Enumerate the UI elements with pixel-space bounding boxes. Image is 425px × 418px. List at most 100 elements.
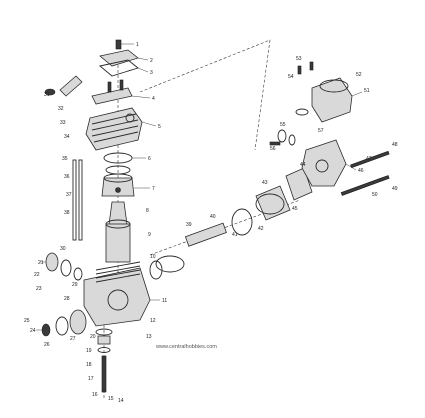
drive-hub xyxy=(69,309,87,335)
callout-44: 44 xyxy=(300,162,306,168)
needle-valve xyxy=(350,150,390,169)
callout-10: 10 xyxy=(150,254,156,260)
callout-19: 19 xyxy=(86,348,92,354)
cam-gear xyxy=(231,208,253,236)
carburetor-group xyxy=(301,139,390,196)
callout-48: 48 xyxy=(392,142,398,148)
callout-34: 34 xyxy=(64,134,70,140)
breather-tube xyxy=(59,75,83,97)
callout-16: 16 xyxy=(92,392,98,398)
crankshaft-group xyxy=(149,208,253,280)
crankcase xyxy=(83,267,151,327)
callout-26: 26 xyxy=(44,342,50,348)
rocker-cover-group xyxy=(99,39,139,77)
callout-24: 24 xyxy=(30,328,36,334)
callout-39: 39 xyxy=(186,222,192,228)
callout-22: 22 xyxy=(34,272,40,278)
rear-cover-plate xyxy=(255,185,291,221)
callout-36: 36 xyxy=(64,174,70,180)
bearing-1 xyxy=(60,259,72,277)
callout-55: 55 xyxy=(280,122,286,128)
cylinder-liner xyxy=(105,223,131,263)
spark-plug-boss xyxy=(125,113,135,123)
callout-53: 53 xyxy=(296,56,302,62)
callout-3: 3 xyxy=(150,70,153,76)
intake-screw xyxy=(297,65,302,75)
callout-14: 14 xyxy=(118,398,124,404)
callout-25: 25 xyxy=(24,318,30,324)
callout-43: 43 xyxy=(262,180,268,186)
gear-ring xyxy=(155,255,185,273)
assembly-guide-line xyxy=(139,39,271,151)
callout-41: 41 xyxy=(232,232,238,238)
callout-7: 7 xyxy=(152,186,155,192)
rear-gasket xyxy=(255,193,285,215)
wrist-pin xyxy=(115,187,121,193)
callout-32: 32 xyxy=(58,106,64,112)
crankcase-group xyxy=(83,261,151,327)
carb-body xyxy=(301,139,347,187)
thrust-washer xyxy=(55,316,69,336)
front-bearing-stack xyxy=(45,252,83,281)
callout-9: 9 xyxy=(148,232,151,238)
prop-washer xyxy=(45,252,59,272)
leader-lines xyxy=(36,43,363,331)
callout-23: 23 xyxy=(36,286,42,292)
cylinder-head xyxy=(85,107,143,151)
breather-group xyxy=(44,75,83,97)
piston-group xyxy=(101,173,135,197)
callout-38: 38 xyxy=(64,210,70,216)
callout-18: 18 xyxy=(86,362,92,368)
callout-40: 40 xyxy=(210,214,216,220)
prop-nut xyxy=(41,323,51,337)
crankshaft xyxy=(184,222,227,247)
callout-labels: 1234567891011121314151617181920212223242… xyxy=(24,42,398,404)
rear-small-parts xyxy=(269,129,296,146)
pushrod-2 xyxy=(78,159,83,241)
callout-4: 4 xyxy=(152,96,155,102)
rocker-post-2 xyxy=(119,79,124,91)
intake-washer xyxy=(295,108,309,116)
callout-57: 57 xyxy=(318,128,324,134)
callout-28: 28 xyxy=(64,296,70,302)
callout-33: 33 xyxy=(60,120,66,126)
callout-27: 27 xyxy=(70,336,76,342)
callout-15: 15 xyxy=(108,396,114,402)
callout-6: 6 xyxy=(148,156,151,162)
rocker-arm xyxy=(91,87,133,105)
callout-30: 30 xyxy=(60,246,66,252)
callout-31: 31 xyxy=(44,92,50,98)
callout-52: 52 xyxy=(356,72,362,78)
intake-screw-2 xyxy=(309,61,314,71)
breather-nipple xyxy=(44,88,56,96)
callout-8: 8 xyxy=(146,208,149,214)
pushrod-1 xyxy=(72,159,77,241)
watermark-text: www.centralhobbies.com xyxy=(155,344,217,350)
spacer-ring xyxy=(149,260,163,280)
callout-47: 47 xyxy=(366,156,372,162)
callout-21: 21 xyxy=(38,260,44,266)
callout-35: 35 xyxy=(62,156,68,162)
callout-12: 12 xyxy=(150,318,156,324)
cylinder-head-group xyxy=(85,107,143,151)
intake-housing xyxy=(311,77,353,123)
callout-37: 37 xyxy=(66,192,72,198)
callout-42: 42 xyxy=(258,226,264,232)
screw-top xyxy=(115,39,122,50)
piston xyxy=(101,177,135,197)
rocker-group xyxy=(91,79,133,105)
callout-11: 11 xyxy=(162,298,167,304)
callout-51: 51 xyxy=(364,88,370,94)
rear-housing xyxy=(285,167,313,201)
callout-2: 2 xyxy=(150,58,153,64)
intake-group xyxy=(295,61,353,123)
callout-54: 54 xyxy=(288,74,294,80)
bottom-bolt-stack xyxy=(95,328,113,393)
callout-29: 29 xyxy=(72,282,78,288)
callout-49: 49 xyxy=(392,186,398,192)
callout-56: 56 xyxy=(270,146,276,152)
assembly-guide-line-2 xyxy=(149,199,301,256)
callout-20: 20 xyxy=(90,334,96,340)
bearing-2 xyxy=(73,267,83,281)
